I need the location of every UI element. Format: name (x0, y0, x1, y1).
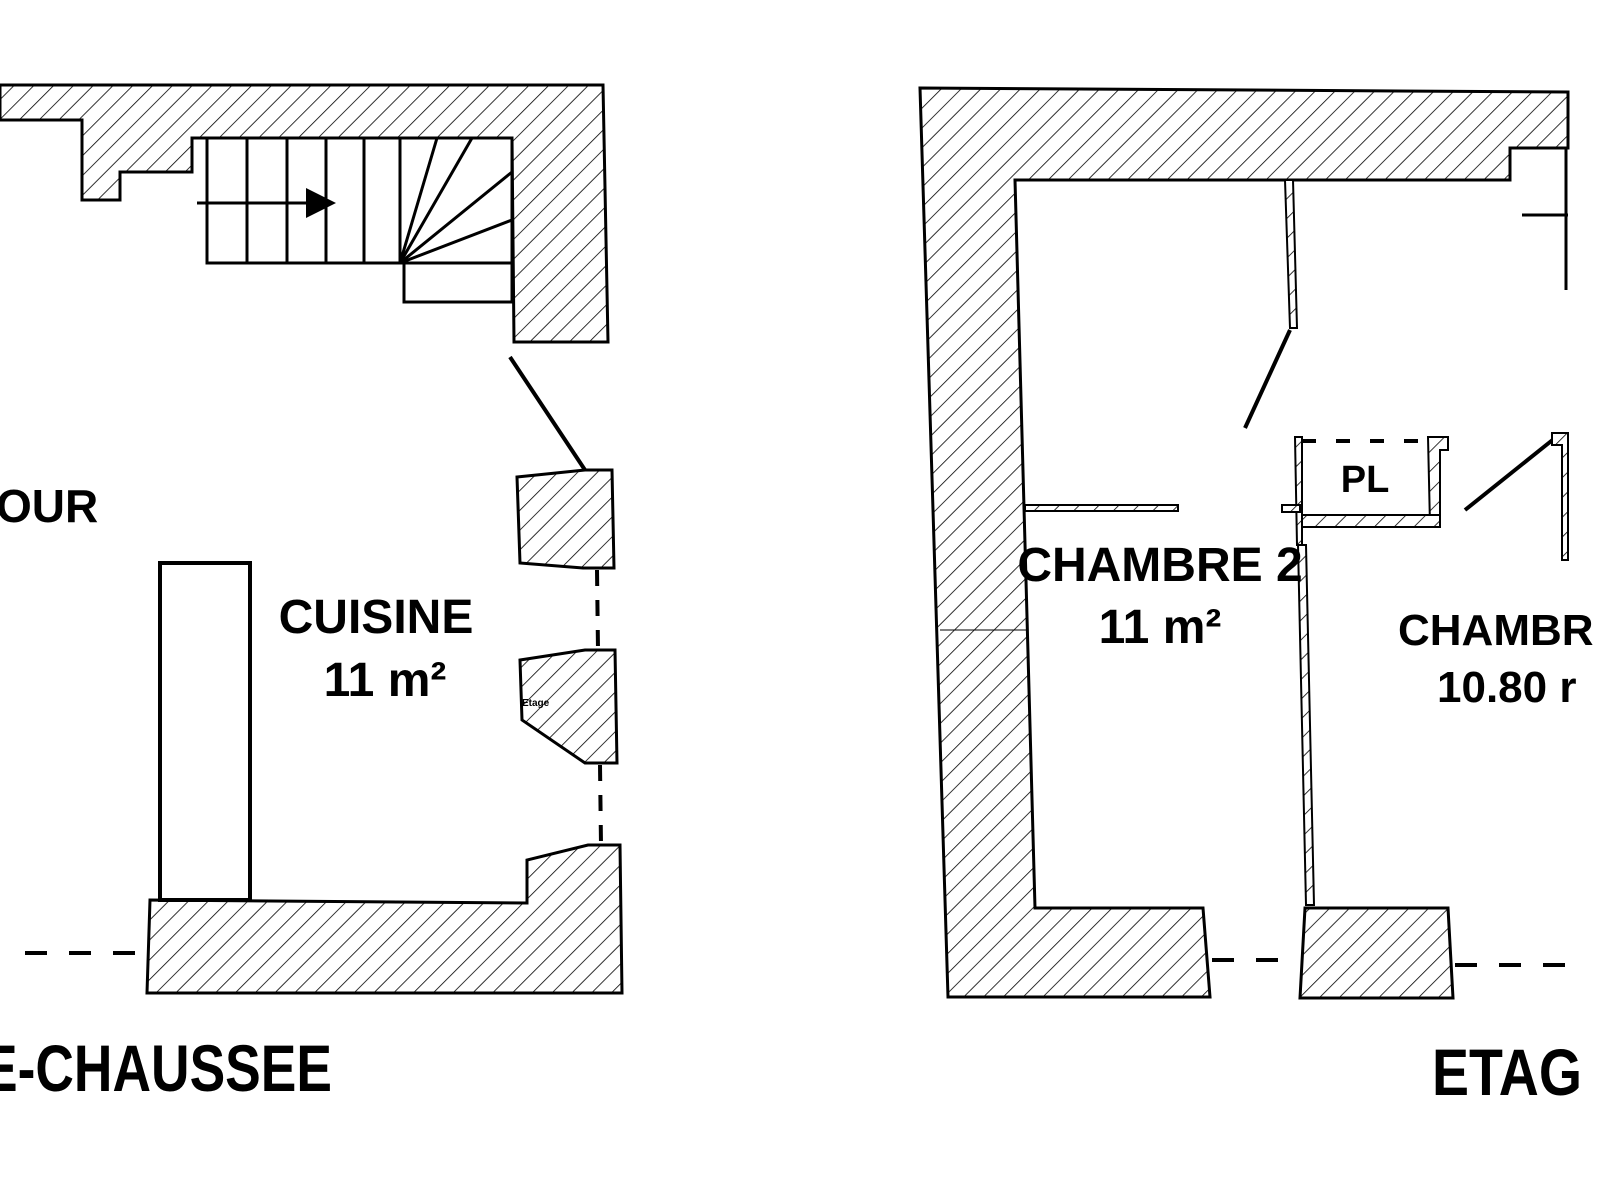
small-note: Etage (522, 698, 550, 709)
window-line (598, 764, 603, 846)
staircase (197, 136, 514, 304)
door-swing (1463, 436, 1557, 512)
kitchen-label: CUISINE (279, 591, 474, 644)
door-swing (508, 355, 587, 472)
bedroom-right-label: CHAMBR (1398, 606, 1594, 655)
outer-wall (918, 86, 1570, 999)
bottom-wall (1298, 906, 1455, 1000)
door-swing (1243, 329, 1292, 429)
window-line (595, 569, 600, 651)
floor-title: ETAG (1432, 1035, 1582, 1109)
partition-wall (1283, 179, 1299, 329)
top-wall (0, 83, 610, 344)
upper-floor-plan: PL CHAMBRE 2 11 m² CHAMBR 10.80 r ETAG (918, 86, 1594, 1109)
wall-stub (1551, 432, 1569, 561)
closet: PL (1281, 436, 1449, 546)
shelf (1024, 504, 1179, 512)
wall-pier (515, 468, 616, 570)
partition-wall (1296, 544, 1316, 906)
bedroom-right-area: 10.80 r (1437, 663, 1576, 712)
chimney (158, 561, 252, 902)
ground-floor-plan: Etage OUR CUISINE 11 m² E-CHAUSSEE (0, 83, 624, 1105)
room-label-left: OUR (0, 480, 98, 532)
bottom-wall (145, 843, 624, 995)
bedroom2-label: CHAMBRE 2 (1017, 539, 1302, 592)
bedroom2-area: 11 m² (1099, 601, 1222, 654)
closet-label: PL (1341, 459, 1390, 501)
wall-pier (518, 648, 619, 765)
kitchen-area: 11 m² (324, 654, 447, 707)
floor-title: E-CHAUSSEE (0, 1031, 332, 1105)
